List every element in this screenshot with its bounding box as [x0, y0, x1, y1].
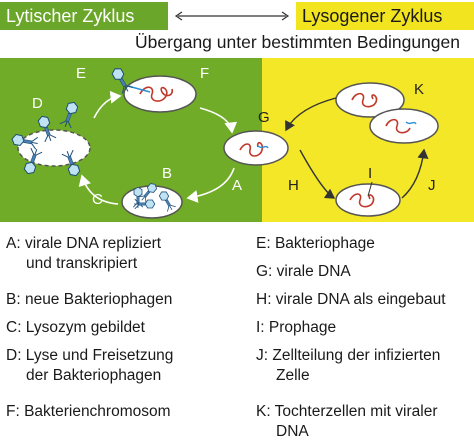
- label-F: F: [200, 65, 209, 82]
- legend-item-F: F: Bakterienchromosom: [6, 403, 171, 420]
- legend-item-D: D: Lyse und Freisetzung der Bakteriophag…: [6, 347, 174, 384]
- legend-item-J: J: Zellteilung der infizierten Zelle: [256, 347, 441, 384]
- daughter-cell-lower: [369, 108, 439, 144]
- legend-item-G: G: virale DNA: [256, 263, 351, 280]
- label-B: B: [162, 165, 172, 182]
- transition-caption: Übergang unter bestimmten Bedingungen: [135, 32, 460, 52]
- label-H: H: [288, 177, 299, 194]
- label-A: A: [232, 177, 242, 194]
- cell-infected: [123, 75, 197, 113]
- legend-item-I: I: Prophage: [256, 319, 337, 336]
- cell-viral-dna: [223, 130, 289, 166]
- legend-item-A: A: virale DNA repliziert und transkripie…: [6, 235, 162, 272]
- legend-item-H: H: virale DNA als eingebaut: [256, 291, 446, 308]
- double-arrow-icon: [174, 11, 290, 21]
- label-J: J: [428, 177, 436, 194]
- label-C: C: [92, 191, 103, 208]
- cell-lysis: [17, 129, 91, 167]
- legend-item-C: C: Lysozym gebildet: [6, 319, 145, 336]
- label-D: D: [32, 95, 43, 112]
- phage-cycle-diagram: E F D G A B C H I J K: [10, 65, 439, 219]
- label-E: E: [76, 65, 86, 82]
- cell-prophage: [335, 183, 401, 217]
- lytic-cycle-title: Lytischer Zyklus: [0, 2, 168, 30]
- legend-item-K: K: Tochterzellen mit viraler DNA: [256, 403, 438, 440]
- label-I: I: [368, 165, 372, 182]
- lysogenic-cycle-title: Lysogener Zyklus: [296, 2, 474, 30]
- legend-item-E: E: Bakteriophage: [256, 235, 375, 252]
- label-G: G: [258, 109, 270, 126]
- label-K: K: [414, 81, 424, 98]
- daughter-cell-upper: [335, 82, 405, 118]
- legend-item-B: B: neue Bakteriophagen: [6, 291, 173, 308]
